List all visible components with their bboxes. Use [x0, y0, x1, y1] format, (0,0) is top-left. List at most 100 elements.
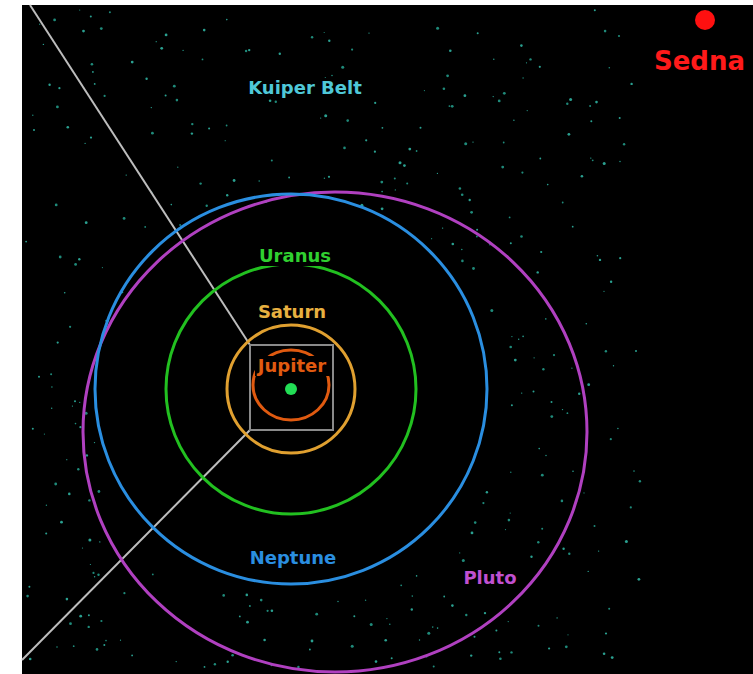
belt-dot [391, 657, 393, 659]
belt-dot [630, 83, 632, 85]
belt-dot [452, 243, 455, 246]
belt-dot [351, 49, 353, 51]
belt-dot [471, 532, 474, 535]
belt-dot [365, 600, 366, 601]
belt-dot [562, 202, 564, 204]
belt-dot [45, 532, 47, 534]
belt-dot [583, 492, 584, 493]
belt-dot [123, 217, 126, 220]
belt-dot [611, 656, 614, 659]
belt-dot [411, 608, 413, 610]
belt-dot [527, 110, 528, 111]
belt-dot [578, 393, 580, 395]
belt-dot [470, 211, 473, 214]
belt-dot [222, 594, 225, 597]
belt-dot [501, 166, 504, 169]
belt-dot [633, 470, 635, 472]
belt-dot [617, 428, 618, 429]
belt-dot [131, 655, 133, 657]
belt-dot [572, 226, 574, 228]
belt-dot [469, 199, 471, 201]
belt-dot [412, 595, 414, 597]
belt-dot [461, 193, 464, 196]
belt-dot [152, 574, 154, 576]
belt-dot [57, 342, 59, 344]
belt-dot [495, 630, 497, 632]
belt-dot [605, 350, 607, 352]
belt-dot [120, 640, 121, 641]
kuiper-belt-dots [25, 9, 641, 668]
belt-dot [79, 10, 80, 11]
belt-dot [351, 645, 354, 648]
belt-dot [400, 584, 402, 586]
belt-dot [176, 661, 177, 662]
belt-dot [498, 651, 500, 653]
belt-dot [433, 665, 435, 667]
belt-dot [131, 61, 134, 64]
belt-dot [486, 491, 488, 493]
belt-dot [51, 386, 53, 388]
belt-dot [416, 150, 418, 152]
view-line [22, 430, 250, 660]
belt-dot [328, 40, 330, 42]
belt-dot [592, 159, 594, 161]
belt-dot [226, 19, 228, 21]
belt-dot [619, 117, 621, 119]
belt-dot [590, 157, 591, 158]
sun [285, 383, 297, 395]
belt-dot [595, 101, 598, 104]
belt-dot [90, 564, 91, 565]
belt-dot [522, 77, 523, 78]
belt-dot [443, 596, 445, 598]
belt-dot [511, 404, 513, 406]
belt-dot [51, 408, 52, 409]
pluto-orbit [83, 192, 587, 672]
belt-dot [520, 44, 523, 47]
belt-dot [225, 140, 226, 141]
belt-dot [92, 572, 94, 574]
belt-dot [151, 107, 152, 108]
belt-dot [176, 99, 179, 102]
belt-dot [545, 318, 547, 320]
belt-dot [29, 658, 32, 661]
belt-dot [78, 258, 80, 260]
belt-dot [508, 621, 509, 622]
belt-dot [581, 175, 584, 178]
belt-dot [562, 548, 564, 550]
belt-dot [144, 226, 146, 228]
belt-dot [382, 127, 384, 129]
belt-dot [538, 625, 540, 627]
belt-dot [437, 173, 438, 174]
belt-dot [594, 9, 596, 11]
belt-dot [443, 87, 446, 90]
belt-dot [619, 257, 621, 259]
belt-dot [589, 105, 591, 107]
belt-dot [374, 151, 376, 153]
belt-dot [638, 578, 641, 581]
belt-dot [315, 613, 318, 616]
belt-dot [267, 610, 269, 612]
belt-dot [246, 621, 249, 624]
belt-dot [542, 368, 544, 370]
belt-dot [151, 132, 154, 135]
belt-dot [476, 236, 478, 238]
belt-dot [603, 291, 604, 292]
belt-dot [191, 123, 193, 125]
belt-dot [328, 176, 330, 178]
belt-dot [214, 663, 216, 665]
belt-dot [271, 610, 274, 613]
belt-dot [94, 576, 95, 577]
belt-dot [260, 599, 263, 602]
belt-dot [231, 654, 234, 657]
belt-dot [104, 95, 106, 97]
belt-dot [309, 649, 311, 651]
belt-dot [79, 426, 81, 428]
belt-dot [408, 148, 411, 151]
belt-dot [437, 627, 439, 629]
uranus-orbit [166, 264, 416, 514]
belt-dot [248, 49, 250, 51]
belt-dot [432, 626, 434, 628]
belt-dot [288, 177, 290, 179]
